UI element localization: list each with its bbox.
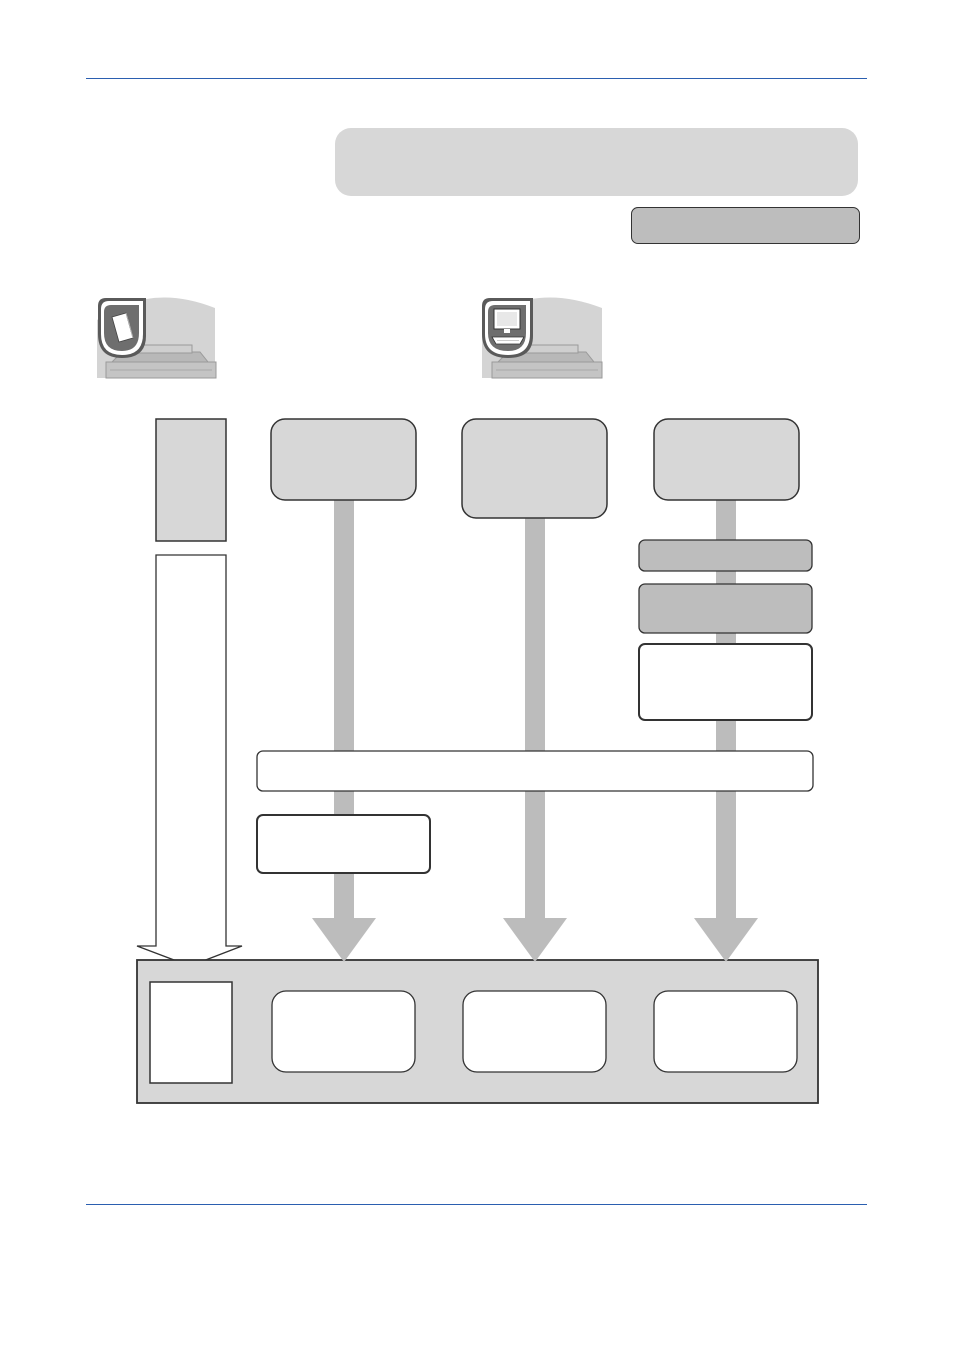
top-rule (86, 78, 867, 79)
document-icon (111, 312, 134, 343)
bottom-rule (86, 1204, 867, 1205)
tag-pill (631, 207, 860, 244)
title-banner (335, 128, 858, 196)
scanner-icon (105, 344, 217, 379)
column-3-step-1-label (639, 540, 812, 571)
column-2-top-box (461, 418, 608, 519)
left-source-label (156, 419, 226, 541)
left-hollow-arrow (136, 554, 243, 967)
column-3-step-2 (638, 583, 813, 634)
column-1-top-label (271, 419, 416, 500)
keyboard-icon (491, 336, 525, 345)
column-1-note-label (257, 815, 430, 873)
column-2-arrow (503, 516, 567, 962)
column-3-step-3-label (639, 644, 812, 720)
column-3-step-1 (638, 539, 813, 572)
left-target-label (150, 982, 232, 1083)
scanner-computer-icon (482, 297, 603, 379)
column-1-arrow (312, 498, 376, 962)
column-1-bottom-label (272, 991, 415, 1072)
shared-step-bar (256, 750, 814, 792)
column-2-bottom-label (463, 991, 606, 1072)
column-1-top-box (270, 418, 417, 501)
column-3-top-box (653, 418, 800, 501)
column-2-top-label (462, 419, 607, 518)
column-3-top-label (654, 419, 799, 500)
shared-step-label (257, 751, 813, 791)
monitor-icon (493, 308, 521, 333)
left-target-box (149, 981, 233, 1084)
column-3-step-2-label (639, 584, 812, 633)
left-source-box (155, 418, 227, 542)
column-3-bottom-box (653, 990, 798, 1073)
column-1-bottom-box (271, 990, 416, 1073)
column-1-note-box (256, 814, 431, 874)
column-3-bottom-label (654, 991, 797, 1072)
scanner-document-icon (97, 297, 217, 379)
column-3-step-3 (638, 643, 813, 721)
column-2-bottom-box (462, 990, 607, 1073)
